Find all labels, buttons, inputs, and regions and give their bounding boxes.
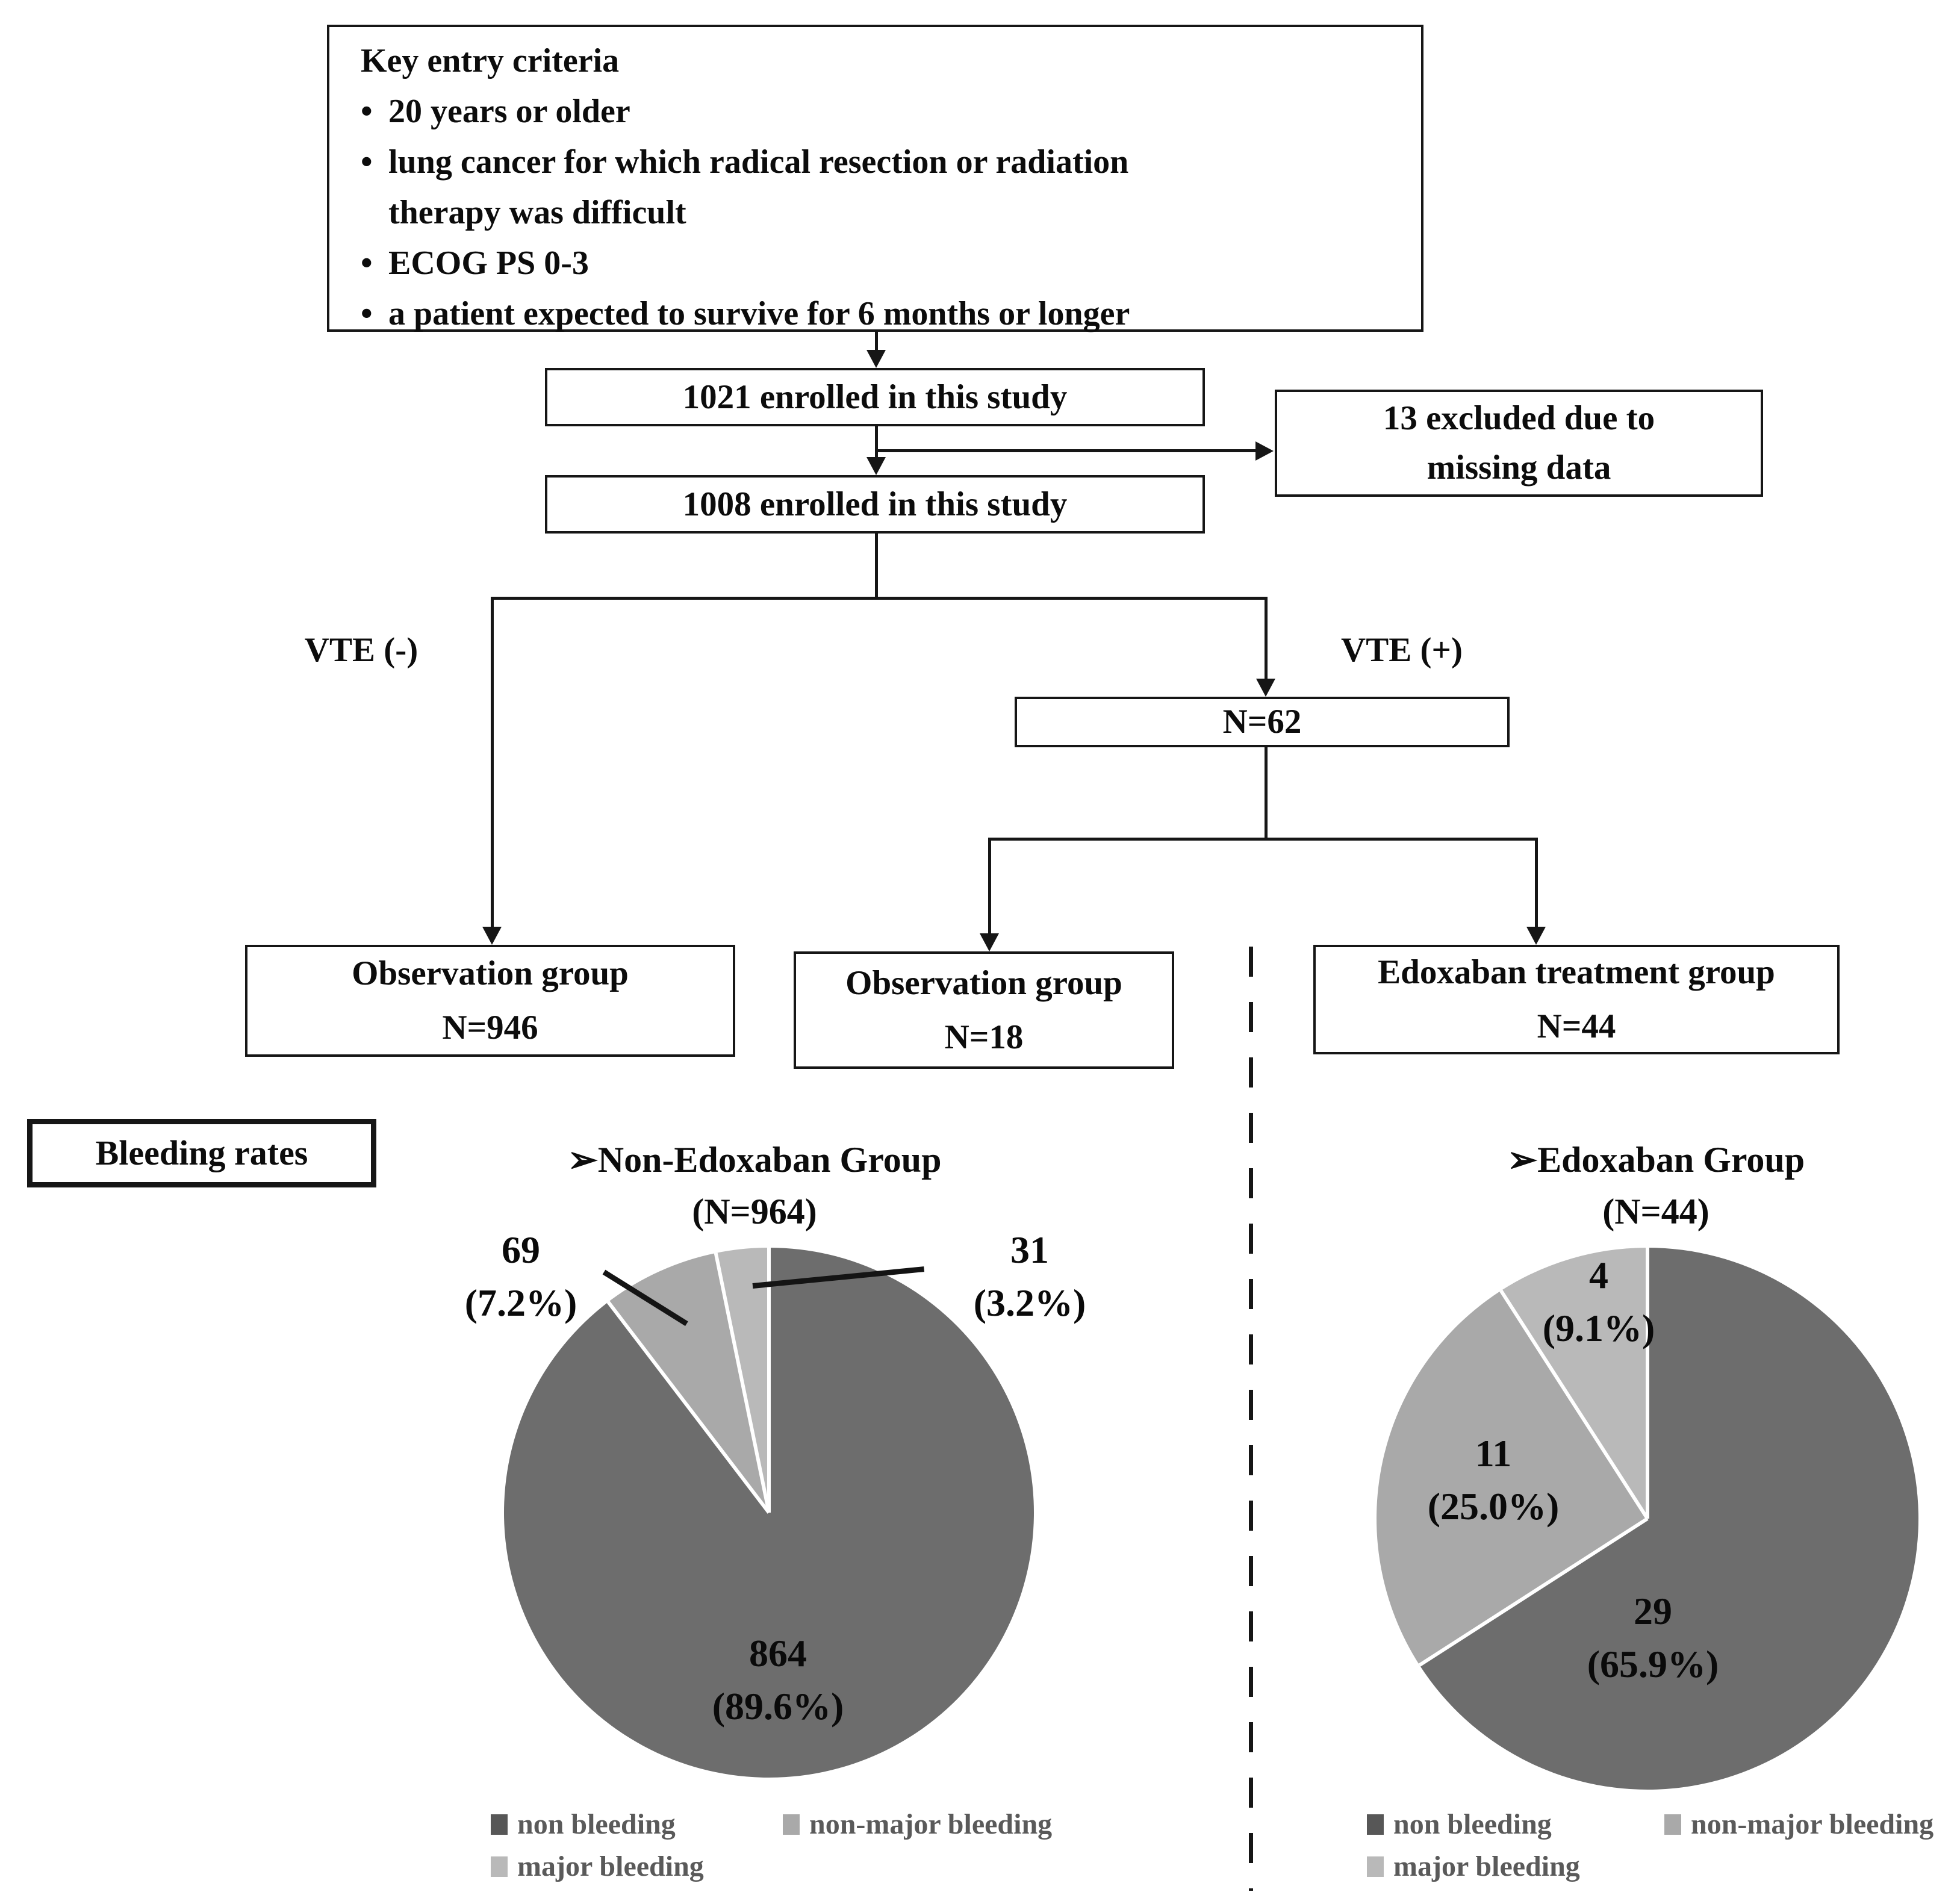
bullet-icon: • xyxy=(361,295,373,332)
enrolled-1021-box: 1021 enrolled in this study xyxy=(545,368,1205,426)
group-name: Edoxaban treatment group xyxy=(1378,953,1775,991)
n62-box: N=62 xyxy=(1015,697,1510,747)
slice-label-non-major: 11 (25.0%) xyxy=(1427,1432,1560,1528)
group-name: Observation group xyxy=(845,963,1122,1002)
legend-item-major-bleeding: major bleeding xyxy=(1367,1852,1580,1881)
connector-line xyxy=(988,838,991,935)
legend-swatch-non-major-bleeding xyxy=(783,1814,800,1835)
observation-group-946-box: Observation group N=946 xyxy=(245,945,735,1057)
slice-label-non-bleeding: 29 (65.9%) xyxy=(1587,1590,1719,1685)
arrow-down-icon xyxy=(980,933,999,951)
edoxaban-group-box: Edoxaban treatment group N=44 xyxy=(1313,945,1840,1054)
connector-line xyxy=(1265,747,1268,840)
non-edoxaban-pie-subtitle: (N=964) xyxy=(692,1192,817,1231)
connector-line xyxy=(875,426,878,458)
arrow-down-icon xyxy=(866,457,886,475)
legend-swatch-major-bleeding xyxy=(1367,1856,1384,1877)
bullet-icon: • xyxy=(361,93,373,130)
arrow-right-icon xyxy=(1255,441,1274,461)
arrow-down-icon xyxy=(1526,927,1546,945)
bullet-icon: • xyxy=(361,244,373,282)
observation-group-18-box: Observation group N=18 xyxy=(794,951,1174,1069)
vte-negative-label: VTE (-) xyxy=(304,631,418,669)
criteria-bullet: • ECOG PS 0-3 xyxy=(361,238,589,288)
bleeding-rates-label: Bleeding rates xyxy=(95,1133,308,1172)
excluded-box: 13 excluded due to missing data xyxy=(1275,390,1763,497)
group-n: N=946 xyxy=(442,1009,538,1047)
group-n: N=44 xyxy=(1537,1007,1616,1045)
non-edoxaban-pie-chart xyxy=(503,1248,1034,1778)
criteria-bullet: • a patient expected to survive for 6 mo… xyxy=(361,288,1130,339)
connector-line xyxy=(1265,597,1268,680)
edoxaban-pie-subtitle: (N=44) xyxy=(1602,1192,1710,1231)
enrolled-1008-box: 1008 enrolled in this study xyxy=(545,475,1205,534)
key-entry-criteria-box: Key entry criteria • 20 years or older •… xyxy=(327,25,1423,332)
legend-swatch-major-bleeding xyxy=(491,1856,508,1877)
connector-line xyxy=(491,597,494,928)
criteria-bullet: • 20 years or older xyxy=(361,86,630,137)
edoxaban-pie-chart xyxy=(1377,1248,1918,1790)
dashed-separator-line xyxy=(1249,947,1253,1891)
legend-item-non-bleeding: non bleeding xyxy=(1367,1810,1552,1839)
slice-label-non-major: 69 (7.2%) xyxy=(464,1228,577,1324)
legend-item-non-bleeding: non bleeding xyxy=(491,1810,676,1839)
group-n: N=18 xyxy=(944,1018,1024,1056)
connector-line xyxy=(988,838,1538,841)
n62-label: N=62 xyxy=(1222,703,1302,741)
vte-positive-label: VTE (+) xyxy=(1341,631,1463,669)
connector-line xyxy=(1535,838,1538,928)
legend-swatch-non-bleeding xyxy=(491,1814,508,1835)
excluded-line2: missing data xyxy=(1426,449,1611,487)
enrolled-1021-label: 1021 enrolled in this study xyxy=(682,378,1068,416)
arrow-down-icon xyxy=(866,350,886,368)
non-edoxaban-pie-title: ➢Non-Edoxaban Group xyxy=(567,1140,942,1180)
group-name: Observation group xyxy=(352,954,629,992)
legend-item-non-major-bleeding: non-major bleeding xyxy=(1664,1810,1934,1839)
bullet-icon: • xyxy=(361,143,373,181)
legend-item-non-major-bleeding: non-major bleeding xyxy=(783,1810,1052,1839)
connector-line xyxy=(491,597,1268,600)
connector-line xyxy=(875,332,878,352)
legend-swatch-non-major-bleeding xyxy=(1664,1814,1681,1835)
arrow-down-icon xyxy=(1256,679,1275,697)
connector-line xyxy=(875,534,878,600)
criteria-bullet: • lung cancer for which radical resectio… xyxy=(361,137,1128,238)
bleeding-rates-box: Bleeding rates xyxy=(27,1119,376,1187)
edoxaban-pie-title: ➢Edoxaban Group xyxy=(1507,1140,1805,1180)
connector-line xyxy=(876,449,1255,452)
legend-item-major-bleeding: major bleeding xyxy=(491,1852,704,1881)
legend-swatch-non-bleeding xyxy=(1367,1814,1384,1835)
criteria-title: Key entry criteria xyxy=(361,42,620,79)
slice-label-major: 31 (3.2%) xyxy=(973,1228,1086,1324)
slice-label-non-bleeding: 864 (89.6%) xyxy=(712,1632,844,1728)
excluded-line1: 13 excluded due to xyxy=(1383,399,1655,437)
arrow-down-icon xyxy=(482,927,502,945)
slice-label-major: 4 (9.1%) xyxy=(1542,1254,1655,1349)
enrolled-1008-label: 1008 enrolled in this study xyxy=(682,485,1068,523)
